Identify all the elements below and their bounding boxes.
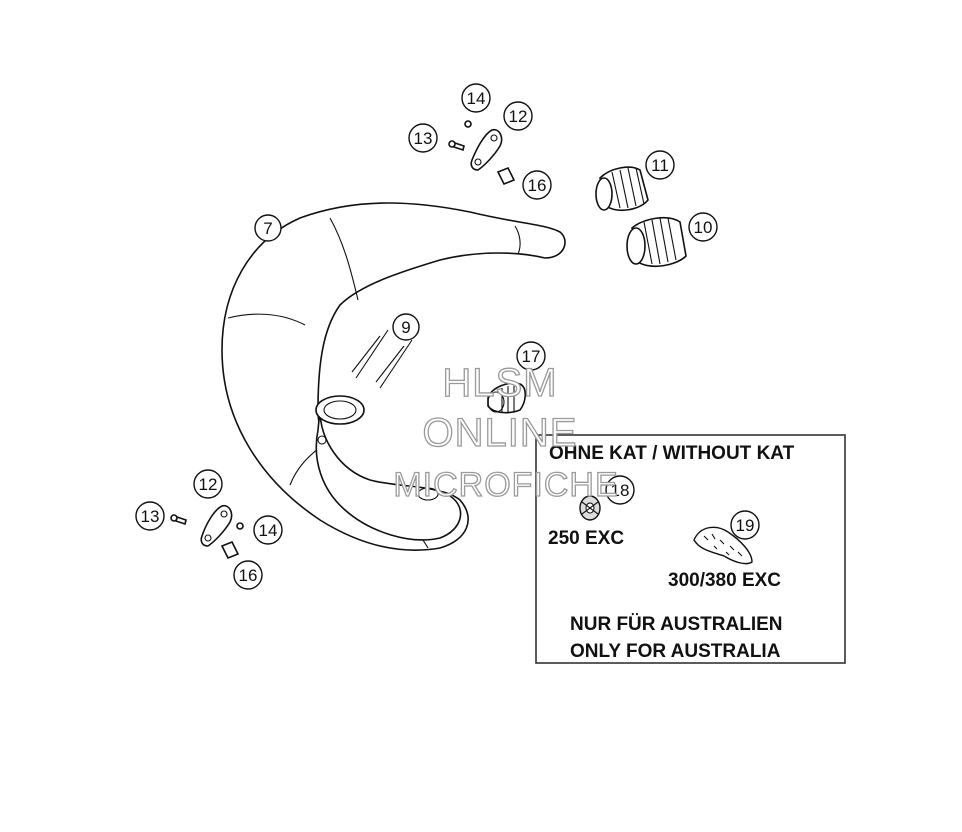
watermark: HLSM ONLINE MICROFICHE [393, 360, 619, 504]
callout-19: 19 [730, 510, 760, 540]
note-australia-english: ONLY FOR AUSTRALIA [570, 641, 781, 662]
callout-13-lower: 13 [135, 501, 165, 531]
callout-16-upper: 16 [522, 170, 552, 200]
svg-text:10: 10 [694, 218, 713, 237]
svg-text:12: 12 [199, 475, 218, 494]
svg-text:13: 13 [414, 129, 433, 148]
inset-title: OHNE KAT / WITHOUT KAT [549, 443, 795, 464]
svg-text:12: 12 [509, 107, 528, 126]
svg-text:16: 16 [528, 176, 547, 195]
note-australia-german: NUR FÜR AUSTRALIEN [570, 614, 783, 635]
inset-without-kat-box: OHNE KAT / WITHOUT KAT 18 250 EXC 19 300… [535, 434, 846, 664]
svg-text:9: 9 [401, 318, 410, 337]
rubber-sleeve-part-10 [626, 216, 687, 268]
svg-text:7: 7 [263, 219, 272, 238]
watermark-line-2: ONLINE [423, 411, 578, 455]
callout-17: 17 [516, 341, 546, 371]
callout-18: 18 [605, 475, 635, 505]
watermark-line-3: MICROFICHE [393, 466, 618, 504]
svg-text:14: 14 [467, 89, 486, 108]
label-250-exc: 250 EXC [548, 528, 624, 549]
callout-11: 11 [645, 150, 675, 180]
callout-12-lower: 12 [193, 469, 223, 499]
svg-text:18: 18 [611, 481, 630, 500]
svg-text:11: 11 [651, 156, 669, 175]
watermark-line-1: HLSM [442, 361, 557, 405]
rubber-sleeve-part-11 [595, 166, 649, 212]
svg-text:17: 17 [522, 347, 541, 366]
callout-13-upper: 13 [408, 123, 438, 153]
svg-text:16: 16 [239, 566, 258, 585]
packing-part-19 [693, 526, 753, 565]
upper-bracket-assembly [448, 120, 516, 186]
lower-bracket-assembly [170, 504, 244, 560]
svg-text:13: 13 [141, 507, 160, 526]
springs-part-9 [351, 329, 413, 389]
label-300-380-exc: 300/380 EXC [668, 570, 781, 591]
callout-14-lower: 14 [253, 515, 283, 545]
callout-9: 9 [392, 313, 420, 341]
svg-text:14: 14 [259, 521, 278, 540]
sleeve-part-17 [487, 382, 527, 414]
callout-16-lower: 16 [233, 560, 263, 590]
exhaust-pipe-part-7 [221, 202, 566, 551]
callout-14-upper: 14 [461, 83, 491, 113]
callout-10: 10 [688, 212, 718, 242]
svg-text:19: 19 [736, 516, 755, 535]
washer-part-18 [579, 495, 601, 521]
callout-12-upper: 12 [503, 101, 533, 131]
callout-7: 7 [254, 214, 282, 242]
